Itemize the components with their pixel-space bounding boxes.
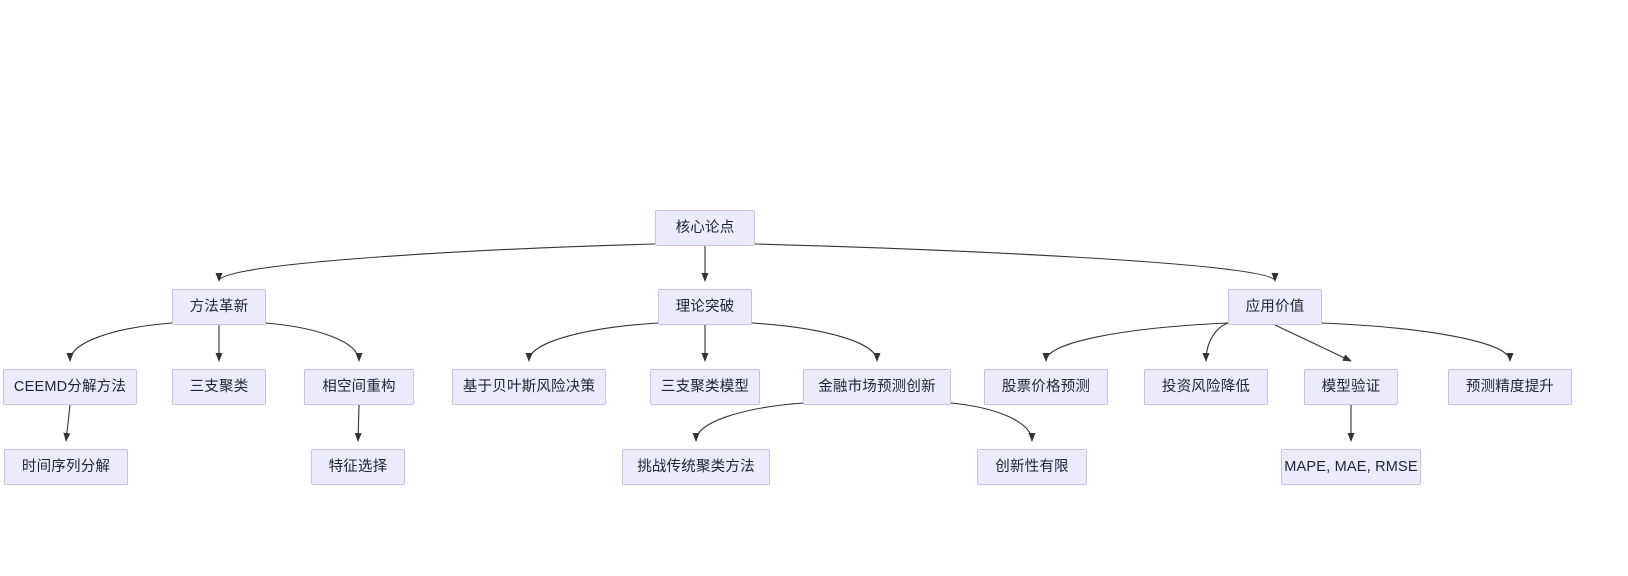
node-theory[interactable]: 理论突破 <box>658 289 752 325</box>
edge-application-to-riskreduce <box>1202 322 1229 362</box>
edge-theory-to-finance <box>751 322 881 362</box>
node-threeway[interactable]: 三支聚类 <box>172 369 266 405</box>
node-label: 特征选择 <box>328 458 388 475</box>
edge-application-to-stockpred <box>1042 322 1229 362</box>
edge-root-to-method <box>215 243 656 282</box>
edge-root-to-application <box>754 243 1279 282</box>
node-metrics[interactable]: MAPE, MAE, RMSE <box>1281 449 1421 485</box>
node-method[interactable]: 方法革新 <box>172 289 266 325</box>
node-label: 挑战传统聚类方法 <box>637 458 755 475</box>
edge-application-to-validation <box>1274 324 1352 362</box>
node-challenge[interactable]: 挑战传统聚类方法 <box>622 449 770 485</box>
node-bayes[interactable]: 基于贝叶斯风险决策 <box>452 369 606 405</box>
node-label: 三支聚类 <box>189 378 249 395</box>
edge-method-to-ceemd <box>66 322 173 362</box>
node-root[interactable]: 核心论点 <box>655 210 755 246</box>
edge-theory-to-bayes <box>525 322 659 362</box>
node-label: CEEMD分解方法 <box>13 378 127 395</box>
node-threewaymodel[interactable]: 三支聚类模型 <box>650 369 760 405</box>
node-tsdecomp[interactable]: 时间序列分解 <box>4 449 128 485</box>
node-label: 投资风险降低 <box>1161 378 1251 395</box>
node-label: MAPE, MAE, RMSE <box>1284 458 1418 475</box>
node-label: 金融市场预测创新 <box>818 378 936 395</box>
node-label: 股票价格预测 <box>1001 378 1091 395</box>
edge-method-to-phasespace <box>265 322 363 362</box>
edge-application-to-accuracy <box>1321 322 1514 362</box>
node-label: 模型验证 <box>1321 378 1381 395</box>
node-label: 理论突破 <box>675 298 735 315</box>
node-label: 基于贝叶斯风险决策 <box>462 378 596 395</box>
edge-paths <box>63 243 1514 442</box>
node-label: 相空间重构 <box>322 378 396 395</box>
edge-finance-to-challenge <box>692 402 804 442</box>
node-application[interactable]: 应用价值 <box>1228 289 1322 325</box>
node-ceemd[interactable]: CEEMD分解方法 <box>3 369 137 405</box>
node-accuracy[interactable]: 预测精度提升 <box>1448 369 1572 405</box>
node-label: 创新性有限 <box>995 458 1069 475</box>
node-phasespace[interactable]: 相空间重构 <box>304 369 414 405</box>
node-label: 三支聚类模型 <box>660 378 750 395</box>
node-riskreduce[interactable]: 投资风险降低 <box>1144 369 1268 405</box>
node-label: 应用价值 <box>1245 298 1305 315</box>
node-label: 核心论点 <box>675 219 735 236</box>
node-validation[interactable]: 模型验证 <box>1304 369 1398 405</box>
edge-ceemd-to-tsdecomp <box>63 404 71 442</box>
edge-finance-to-limited <box>950 402 1036 442</box>
node-label: 方法革新 <box>189 298 249 315</box>
node-featureselect[interactable]: 特征选择 <box>311 449 405 485</box>
node-limited[interactable]: 创新性有限 <box>977 449 1087 485</box>
node-label: 时间序列分解 <box>21 458 111 475</box>
node-stockpred[interactable]: 股票价格预测 <box>984 369 1108 405</box>
node-finance[interactable]: 金融市场预测创新 <box>803 369 951 405</box>
node-label: 预测精度提升 <box>1465 378 1555 395</box>
edge-phasespace-to-featureselect <box>354 404 362 442</box>
